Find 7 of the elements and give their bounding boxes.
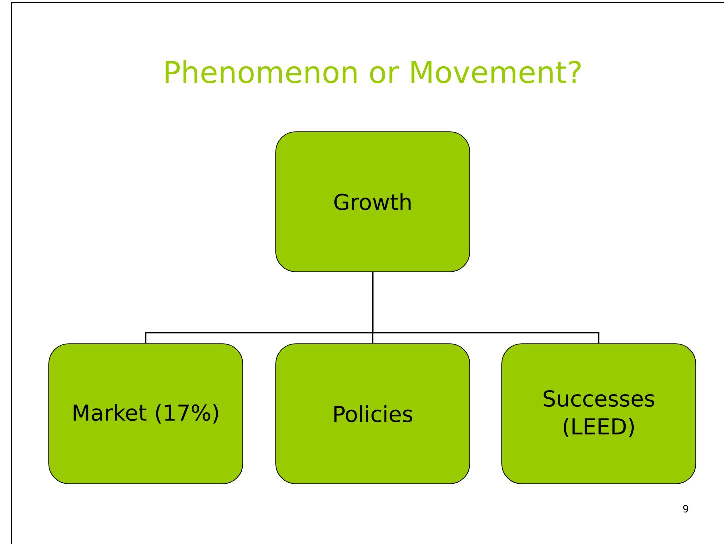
- rounded-box: Policies: [276, 344, 470, 484]
- page-number: 9: [683, 505, 688, 513]
- connector-line: [372, 272, 600, 344]
- rounded-box: Market (17%): [48, 344, 244, 484]
- slide-title: Phenomenon or Movement?: [166, 60, 581, 84]
- rounded-box: Growth: [276, 132, 470, 272]
- rounded-box: Successes (LEED): [502, 344, 696, 484]
